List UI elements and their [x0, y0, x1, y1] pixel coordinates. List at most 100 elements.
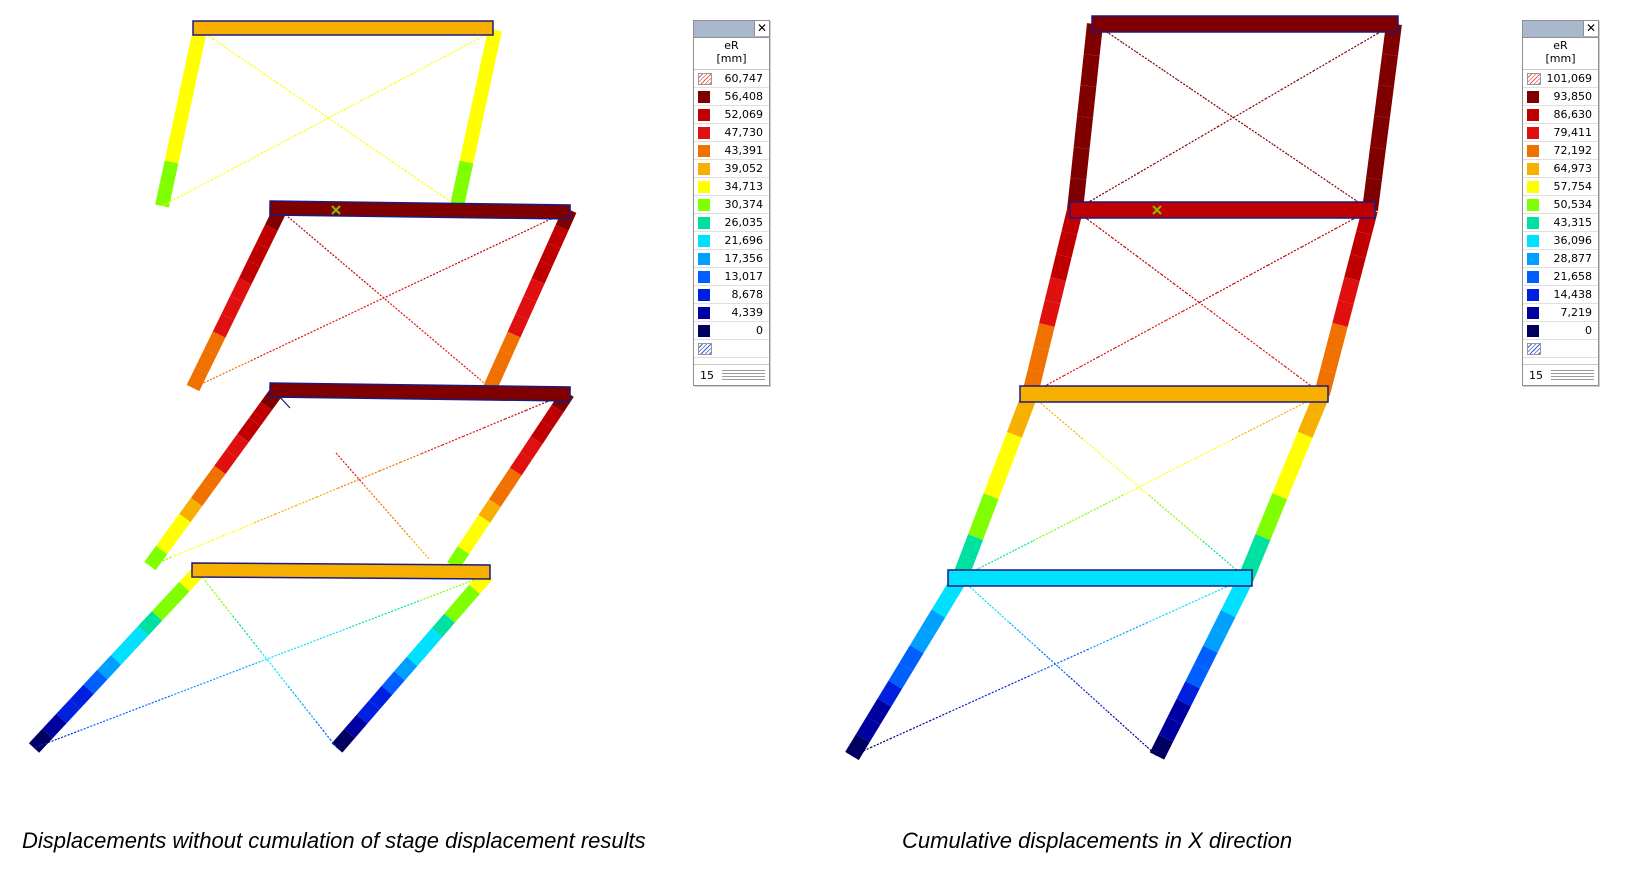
brace	[1137, 485, 1150, 496]
column-right	[1326, 323, 1348, 350]
brace	[1216, 283, 1235, 294]
legend-value: 28,877	[1553, 252, 1593, 265]
legend-row: 4,339	[694, 304, 769, 322]
column-left	[1073, 116, 1093, 149]
brace	[444, 47, 462, 57]
column-left	[195, 349, 217, 374]
legend-value: 34,713	[724, 180, 764, 193]
legend-panel-right[interactable]: ✕ eR [mm] 101,069 93,850 86,630 79,411 7…	[1522, 20, 1599, 386]
brace	[1273, 144, 1288, 155]
column-right	[1374, 85, 1394, 118]
legend-value: 30,374	[724, 198, 764, 211]
caption-right: Cumulative displacements in X direction	[902, 828, 1293, 853]
brace	[1329, 51, 1347, 62]
legend-panel-left[interactable]: ✕ eR [mm] 60,747 56,408 52,069 47,730 43…	[693, 20, 770, 386]
brace	[218, 598, 227, 608]
brace	[405, 316, 417, 327]
legend-value: 13,017	[724, 270, 764, 283]
color-swatch	[1527, 234, 1539, 247]
brace	[442, 435, 464, 446]
brace	[1233, 273, 1252, 285]
brace	[1097, 702, 1109, 712]
brace	[410, 538, 417, 545]
column-left	[866, 698, 892, 725]
brace	[1147, 613, 1168, 624]
column-right	[1289, 431, 1313, 459]
column-right	[499, 467, 522, 492]
column-left	[156, 529, 179, 555]
legend-count[interactable]: 15	[1529, 368, 1543, 382]
brace	[1062, 421, 1074, 432]
hatch-min-icon	[1527, 342, 1541, 355]
brace	[1250, 264, 1269, 275]
color-swatch	[1527, 108, 1539, 121]
brace	[405, 170, 419, 181]
legend-row: 43,315	[1523, 214, 1598, 232]
brace	[478, 29, 496, 40]
brace	[1202, 125, 1219, 137]
brace	[169, 686, 193, 697]
column-left	[179, 497, 203, 523]
brace	[979, 595, 990, 606]
column-right	[1185, 663, 1209, 689]
brace	[1108, 32, 1123, 44]
column-right	[515, 296, 537, 320]
brace	[1032, 531, 1051, 542]
column-left	[169, 116, 188, 142]
column-right	[531, 260, 553, 285]
legend-titlebar[interactable]: ✕	[694, 21, 769, 38]
brace	[214, 669, 239, 680]
brace	[1247, 338, 1261, 349]
legend-value: 56,408	[724, 90, 764, 103]
brace	[324, 316, 345, 327]
brace	[426, 334, 438, 344]
brace	[260, 652, 284, 663]
brace	[989, 684, 1010, 695]
brace	[525, 401, 548, 411]
column-left	[221, 295, 243, 320]
brace	[204, 580, 213, 590]
column-left	[83, 669, 108, 695]
brace	[1284, 365, 1298, 377]
brace	[321, 245, 333, 255]
legend-titlebar[interactable]: ✕	[1523, 21, 1598, 38]
brace	[322, 730, 331, 740]
legend-value: 52,069	[724, 108, 764, 121]
color-swatch	[698, 252, 710, 265]
brace	[296, 496, 318, 507]
column-right	[1212, 610, 1236, 635]
brace	[377, 500, 384, 507]
legend-max-row: 60,747	[694, 70, 769, 88]
brace	[505, 409, 527, 420]
brace	[161, 196, 179, 207]
resize-grip-icon[interactable]	[1551, 368, 1594, 382]
close-icon[interactable]: ✕	[754, 21, 769, 36]
brace	[969, 586, 981, 597]
column-left	[155, 182, 174, 208]
brace	[532, 218, 552, 229]
brace	[246, 633, 255, 643]
brace	[353, 271, 365, 282]
legend-row: 26,035	[694, 214, 769, 232]
brace	[305, 634, 329, 645]
hatch-min-icon	[698, 342, 712, 355]
legend-value: 57,754	[1553, 180, 1593, 193]
brace	[1088, 639, 1109, 650]
legend-value: 4,339	[731, 306, 764, 319]
brace	[315, 108, 329, 119]
column-left	[144, 545, 168, 571]
legend-count[interactable]: 15	[700, 368, 714, 382]
column-left	[124, 625, 149, 651]
column-left	[877, 680, 902, 707]
brace	[239, 624, 248, 634]
brace	[416, 325, 428, 336]
legend-value: 43,315	[1553, 216, 1593, 229]
legend-value: 17,356	[724, 252, 764, 265]
close-icon[interactable]: ✕	[1583, 21, 1598, 36]
brace	[287, 686, 296, 696]
resize-grip-icon[interactable]	[722, 368, 765, 382]
brace	[1173, 283, 1187, 294]
color-swatch	[698, 126, 710, 139]
column-right	[1176, 681, 1200, 707]
column-left	[190, 481, 214, 507]
